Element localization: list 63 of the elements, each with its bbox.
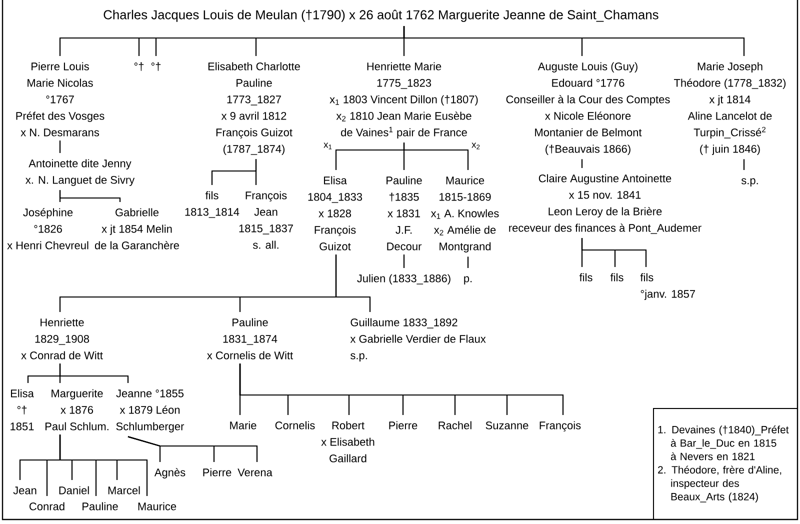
person-entry: Rachel — [438, 421, 472, 430]
person-entry: Henriette Marie 1775_1823 x$_{1}$ 1803 Vincent Dillon (†1807) x$_{2}$ 1810 Jean Marie Eusèbe de Vaines$^{1}$ pair de France — [330, 62, 478, 138]
person-entry: Marie — [230, 421, 256, 430]
edge-label: x$_{1}$ — [322, 142, 334, 150]
tree-line — [581, 238, 647, 267]
person-entry: fils 1813_1814 — [185, 191, 240, 218]
tree-line — [128, 436, 258, 462]
person-entry: fils °janv. 1857 — [640, 273, 695, 300]
person-entry: Elisa 1804_1833 x 1828 François Guizot — [308, 176, 362, 250]
person-entry: François Jean 1815_1837 s. all. — [239, 191, 293, 249]
tree-line — [403, 142, 469, 170]
person-entry: Pierre — [203, 468, 232, 476]
edge-label: x$_{2}$ — [470, 142, 482, 150]
person-entry: Elisabeth Charlotte Pauline 1773_1827 x 9 avril 1812 François Guizot (1787_1874) — [208, 62, 300, 155]
tree-line — [255, 159, 257, 185]
tree-line — [335, 254, 371, 312]
tree-line — [743, 159, 745, 170]
person-entry: Maurice — [138, 502, 176, 510]
tree-line — [59, 434, 148, 496]
person-entry: Agnès — [154, 468, 186, 478]
person-entry: Julien (1833_1886) — [357, 274, 450, 284]
person-entry: Pauline — [82, 502, 118, 510]
person-entry: Joséphine °1826 x Henri Chevreul — [7, 208, 88, 250]
person-entry: Jeanne °1855 x 1879 Léon Schlumberger — [116, 390, 184, 432]
note-text: p. — [464, 276, 472, 284]
person-entry: Pauline 1831_1874 x Cornelis de Witt — [207, 318, 293, 360]
person-entry: Marcel — [108, 486, 140, 494]
person-entry: Claire Augustine Antoinette x 15 nov. 1841 Leon Leroy de la Brière receveur des finances à Pont_Audemer — [509, 174, 702, 234]
tree-line — [403, 26, 745, 56]
tree-line — [403, 254, 405, 268]
person-entry: François — [540, 421, 581, 432]
person-entry: Conrad — [30, 502, 64, 510]
person-entry: Gabrielle x jt 1854 Melin de la Garanchère — [94, 208, 179, 250]
footnote-box: 1. Devaines (†1840)_Préfet à Bar_le_Duc en 1815 à Nevers en 1821 2. Théodore, frère d'Aline, inspecteur des Beaux_Arts (1824) — [653, 408, 798, 520]
person-entry: Maurice 1815-1869 x$_{1}$ A. Knowles x$_{2}$ Amélie de Montgrand — [430, 176, 499, 252]
person-entry: Elisa °† 1851 — [10, 389, 34, 430]
person-entry: Marguerite x 1876 Paul Schlum. — [46, 389, 108, 430]
tree-line — [467, 256, 469, 268]
note-text: s.p. — [741, 178, 758, 186]
person-entry: fils — [610, 273, 624, 282]
person-entry: Daniel — [59, 486, 89, 494]
tree-line — [59, 364, 129, 383]
tree-line — [59, 140, 61, 153]
tree-line — [239, 364, 564, 415]
person-entry: °† — [151, 62, 161, 71]
person-entry: Pierre — [389, 421, 418, 430]
tree-line — [581, 159, 583, 168]
person-entry: Antoinette dite Jenny x. N. Languet de Sivry — [26, 159, 135, 186]
person-entry: °† — [134, 62, 144, 71]
person-entry: Auguste Louis (Guy) Edouard °1776 Conseiller à la Cour des Comptes x Nicole Eléonore Montanier de Belmont (†Beauvais 1866) — [506, 62, 670, 155]
couple-entry: Charles Jacques Louis de Meulan (†1790) x 26 août 1762 Marguerite Jeanne de Saint_Chamans — [104, 10, 658, 22]
person-entry: Pauline †1835 x 1831 J.F. Decour — [386, 176, 422, 250]
person-entry: Pierre Louis Marie Nicolas °1767 Préfet des Vosges x N. Desmarans — [16, 62, 104, 136]
person-entry: Suzanne — [486, 422, 528, 430]
person-entry: fils — [579, 273, 592, 282]
tree-line — [59, 190, 121, 202]
person-entry: Jean — [13, 486, 36, 494]
person-entry: Robert x Elisabeth Gaillard — [321, 421, 374, 462]
person-entry: Henriette 1829_1908 x Conrad de Witt — [21, 318, 103, 360]
person-entry: Marie Joseph Théodore (1778_1832) x jt 1814 Aline Lancelot de Turpin_Crissé$^{2}$ († juin 1846) — [674, 62, 786, 155]
person-entry: Guillaume 1833_1892 x Gabrielle Verdier de Flaux s.p. — [350, 318, 486, 362]
person-entry: Verena — [238, 468, 272, 476]
person-entry: Cornelis — [275, 421, 315, 430]
